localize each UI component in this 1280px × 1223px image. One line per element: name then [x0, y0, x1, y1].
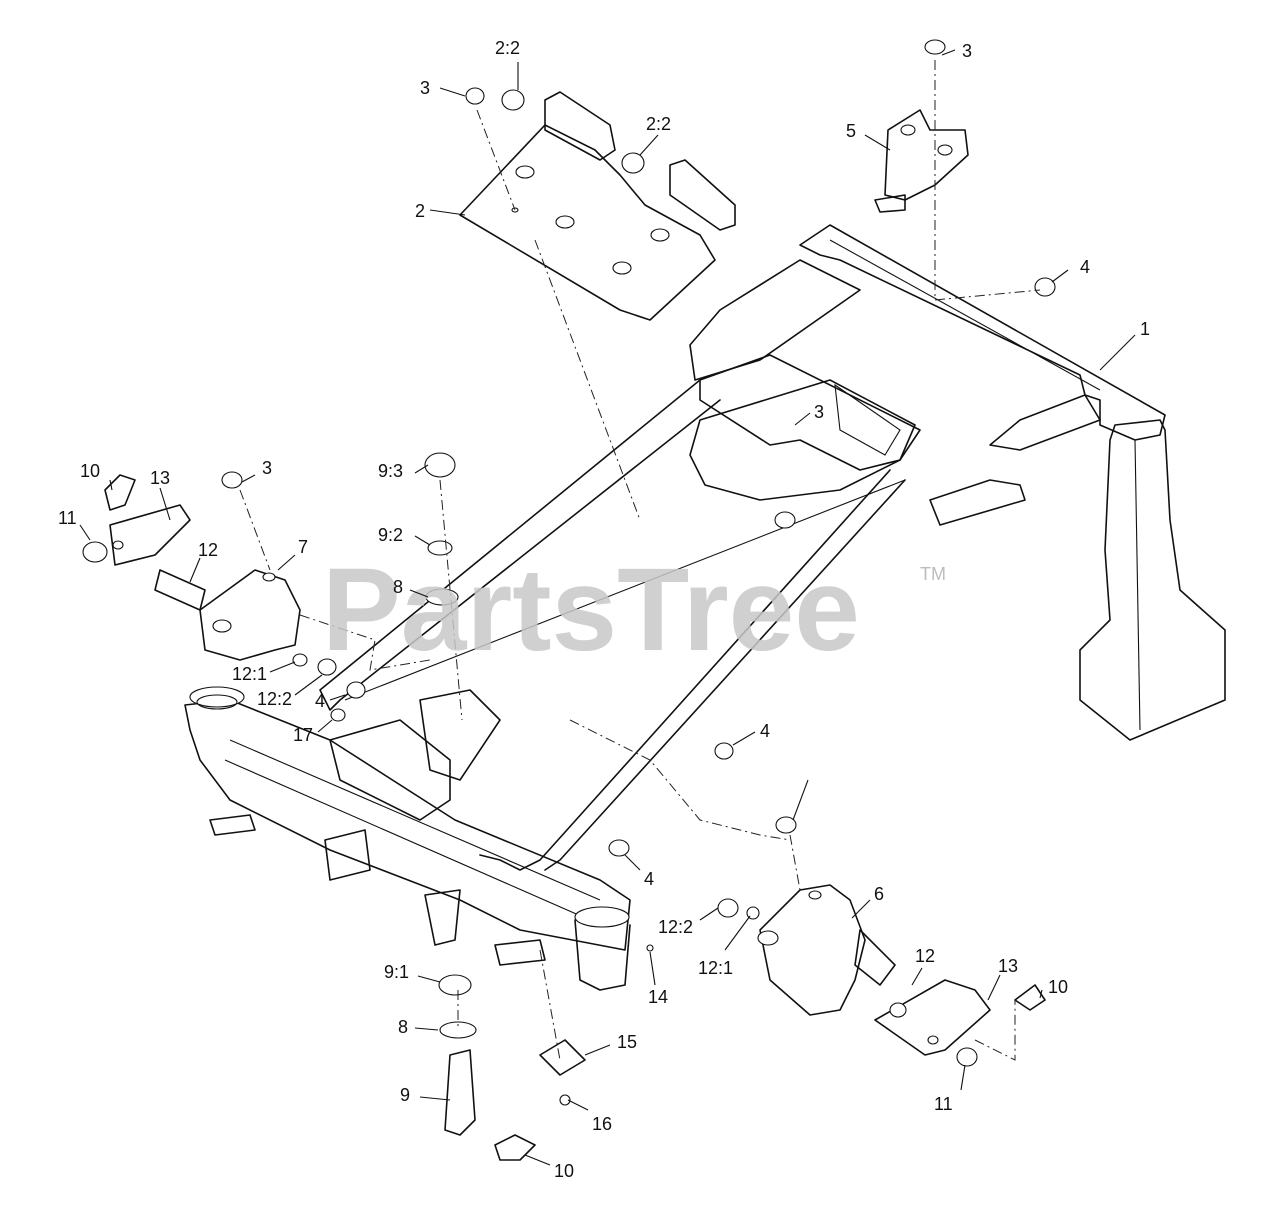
front-axle-beam [184, 686, 631, 991]
callout-17: 17 [293, 725, 313, 745]
callout-6: 6 [874, 884, 884, 904]
callout-leaders [79, 49, 1136, 1166]
callout-8-top: 8 [393, 577, 403, 597]
callout-4-left: 4 [315, 691, 325, 711]
callout-3-left-top: 3 [420, 78, 430, 98]
callout-9-2: 9:2 [378, 525, 403, 545]
callout-3-right-bracket: 3 [814, 402, 824, 422]
callout-11-left: 11 [58, 508, 77, 528]
callout-2: 2 [415, 201, 425, 221]
callout-14: 14 [648, 987, 668, 1007]
callout-12-1-left: 12:1 [232, 664, 267, 684]
watermark-text: PartsTree [322, 544, 860, 676]
seat-plate [459, 91, 736, 321]
callout-3-left-bracket: 3 [262, 458, 272, 478]
callout-10-bottom: 10 [554, 1161, 574, 1181]
right-bracket-assembly [757, 884, 1046, 1067]
callout-12-1-right: 12:1 [698, 958, 733, 978]
watermark-trademark: TM [920, 564, 946, 584]
main-frame [319, 224, 1226, 871]
callout-11-right: 11 [934, 1094, 953, 1114]
callout-3-right-top: 3 [962, 41, 972, 61]
center-lines [239, 60, 1041, 1061]
callout-15: 15 [617, 1032, 637, 1052]
callout-12-2-left: 12:2 [257, 689, 292, 709]
callout-4-top-right: 4 [1080, 257, 1090, 277]
hardware [221, 39, 1056, 1106]
callout-10-right: 10 [1048, 977, 1068, 997]
bracket-5 [874, 109, 969, 213]
callout-9-3: 9:3 [378, 461, 403, 481]
callout-7: 7 [298, 537, 308, 557]
callout-labels: 2:2 3 3 2:2 5 2 4 1 10 13 3 9:3 11 9:2 1… [58, 38, 1150, 1181]
callout-4-center: 4 [760, 721, 770, 741]
callout-13-left: 13 [150, 468, 170, 488]
callout-4-lower: 4 [644, 869, 654, 889]
callout-2-2-middle: 2:2 [646, 114, 671, 134]
callout-5: 5 [846, 121, 856, 141]
left-bracket-assembly [82, 474, 301, 661]
callout-13-right: 13 [998, 956, 1018, 976]
callout-12-2-right: 12:2 [658, 917, 693, 937]
callout-12-right: 12 [915, 946, 935, 966]
callout-12-left: 12 [198, 540, 218, 560]
callout-2-2-top: 2:2 [495, 38, 520, 58]
pin-assembly [424, 452, 586, 1161]
callout-16: 16 [592, 1114, 612, 1134]
callout-10-left: 10 [80, 461, 100, 481]
callout-1: 1 [1140, 319, 1150, 339]
callout-9: 9 [400, 1085, 410, 1105]
callout-9-1: 9:1 [384, 962, 409, 982]
callout-8-bottom: 8 [398, 1017, 408, 1037]
